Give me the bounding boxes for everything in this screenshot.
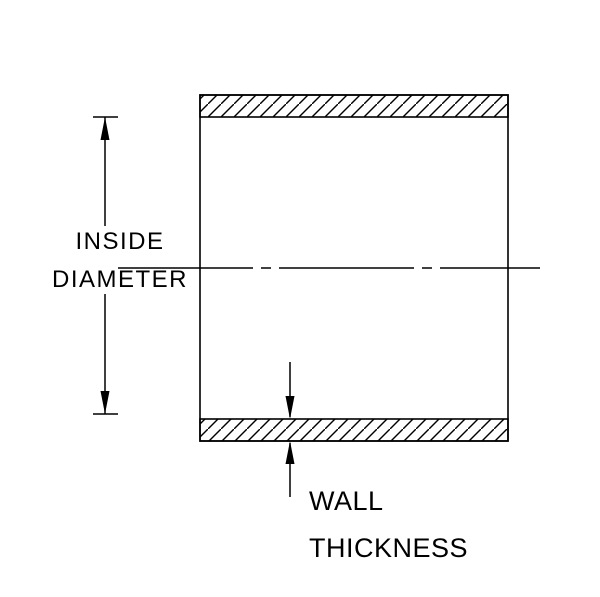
inside-diameter-label-line1: INSIDE	[75, 228, 164, 255]
arrowhead-up-icon	[100, 117, 110, 140]
tube-cross-section	[118, 94, 540, 442]
wall-thickness-label-line1: WALL	[309, 486, 384, 516]
wall-thickness-label-line2: THICKNESS	[309, 533, 468, 563]
tube-top-wall-hatch	[199, 94, 509, 118]
tube-bottom-wall-hatch	[199, 418, 509, 442]
arrowhead-down-icon	[100, 391, 110, 414]
inside-diameter-label-line2: DIAMETER	[52, 266, 188, 293]
arrowhead-up-icon	[285, 441, 295, 464]
inside-diameter-dimension: INSIDE DIAMETER	[52, 116, 188, 415]
arrowhead-down-icon	[285, 396, 295, 419]
wall-thickness-dimension: WALL THICKNESS	[285, 362, 468, 563]
